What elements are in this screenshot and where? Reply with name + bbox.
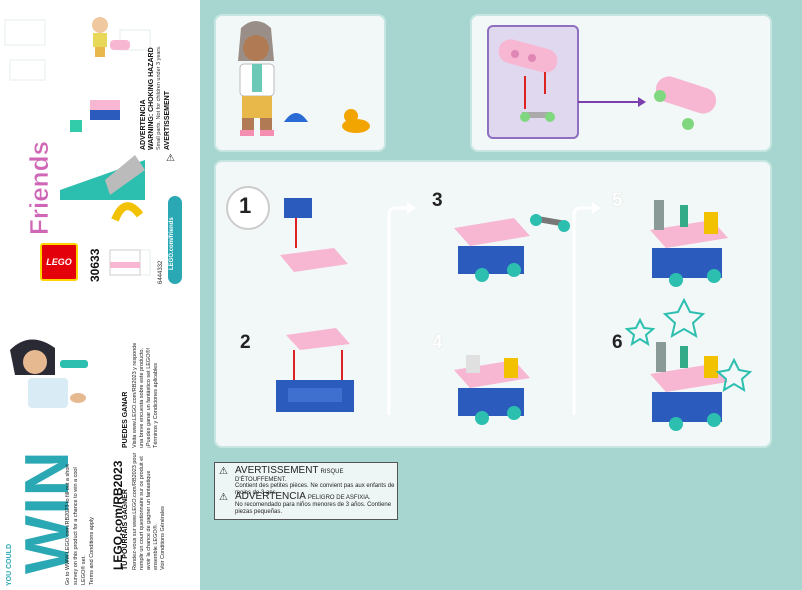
es-body-text: Visita www.LEGO.com/RB2023 y responde un… (132, 342, 159, 448)
fr-warning-body: Contient des petites pièces. Ne convient… (235, 483, 395, 496)
en-body-text: Go to WWW.LEGO.com/RB2023 to fill out a … (65, 464, 95, 585)
character-illustration (10, 339, 88, 408)
fr-warning-sub: RISQUE D'ÉTOUFFEMENT. (235, 469, 344, 483)
fr-warning-title: AVERTISSEMENT (235, 465, 319, 476)
cover-panel: Friends LEGO 30633 WIN YOU COULD Go to W… (0, 0, 200, 590)
fr-body-text: Rendez-vous sur www.LEGO.com/RB2023 pour… (132, 452, 166, 570)
friends-url[interactable]: LEGO.com/friends (169, 217, 175, 270)
step-number: 3 (432, 190, 443, 211)
minifigure-illustration (238, 21, 370, 136)
step-number: 2 (240, 332, 251, 353)
warning-en-sub: Small parts. Not for children under 3 ye… (156, 45, 162, 150)
warning-fr: AVERTISSEMENT (164, 91, 171, 150)
step-number: 1 (239, 193, 252, 218)
lego-logo: LEGO (40, 243, 78, 281)
step-number: 5 (612, 190, 623, 211)
step-1-circle (226, 186, 270, 230)
set-illustration: Friends (4, 17, 151, 276)
warning-en: WARNING: CHOKING HAZARD (148, 47, 155, 150)
es-title: PUEDES GANAR (122, 391, 129, 448)
set-number: 30633 (88, 248, 102, 282)
part-number: 6444332 (158, 260, 164, 284)
warning-triangle-icon: ⚠ (166, 153, 175, 164)
friends-url-pill[interactable] (168, 196, 182, 284)
es-warning-title: ADVERTENCIA (235, 491, 306, 502)
step-number: 6 (612, 332, 623, 353)
you-could-label: YOU COULD (6, 544, 13, 586)
warning-triangle-icon: ⚠ (219, 492, 228, 503)
fr-title: TU POURRAIS GAGNER (122, 489, 129, 570)
es-warning-sub: PELIGRO DE ASFIXIA. (307, 495, 371, 501)
choking-warning-box: ⚠ AVERTISSEMENT RISQUE D'ÉTOUFFEMENT. Co… (214, 462, 398, 520)
step-number: 4 (432, 332, 443, 353)
warning-triangle-icon: ⚠ (219, 466, 228, 477)
skateboard-illustration (498, 39, 717, 130)
build-steps-illustration (276, 198, 753, 431)
es-warning-body: No recomendado para niños menores de 3 a… (235, 502, 392, 515)
warning-es: ADVERTENCIA (140, 99, 147, 150)
friends-logo-text: Friends (24, 141, 54, 235)
